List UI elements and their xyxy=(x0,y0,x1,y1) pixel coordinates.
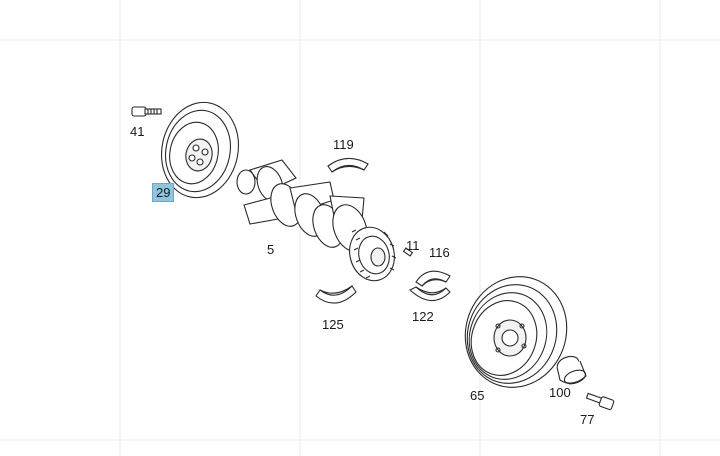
bolt-77-part xyxy=(585,392,615,411)
bolt-41-part xyxy=(131,106,162,117)
pulley-29-part xyxy=(160,101,240,199)
part-label-41: 41 xyxy=(130,124,145,139)
part-label-116: 116 xyxy=(429,245,450,260)
sleeve-100-part xyxy=(556,355,587,385)
part-label-122: 122 xyxy=(412,309,434,324)
part-label-77: 77 xyxy=(580,412,595,427)
part-label-100: 100 xyxy=(549,385,571,400)
part-label-29-highlighted: 29 xyxy=(152,183,175,202)
crankshaft-5-part xyxy=(236,159,397,282)
bearing-shell-125-part xyxy=(315,285,357,304)
key-11-part xyxy=(402,247,414,257)
part-label-5: 5 xyxy=(267,242,275,257)
part-label-11: 11 xyxy=(406,238,420,253)
part-label-119: 119 xyxy=(333,137,354,152)
part-label-65: 65 xyxy=(470,388,485,403)
bearing-shell-122-part xyxy=(409,286,451,302)
bearing-shell-119-part xyxy=(327,157,369,173)
thrust-washer-116-part xyxy=(415,270,451,287)
pulley-65-part xyxy=(464,276,568,388)
part-label-125: 125 xyxy=(322,317,344,332)
